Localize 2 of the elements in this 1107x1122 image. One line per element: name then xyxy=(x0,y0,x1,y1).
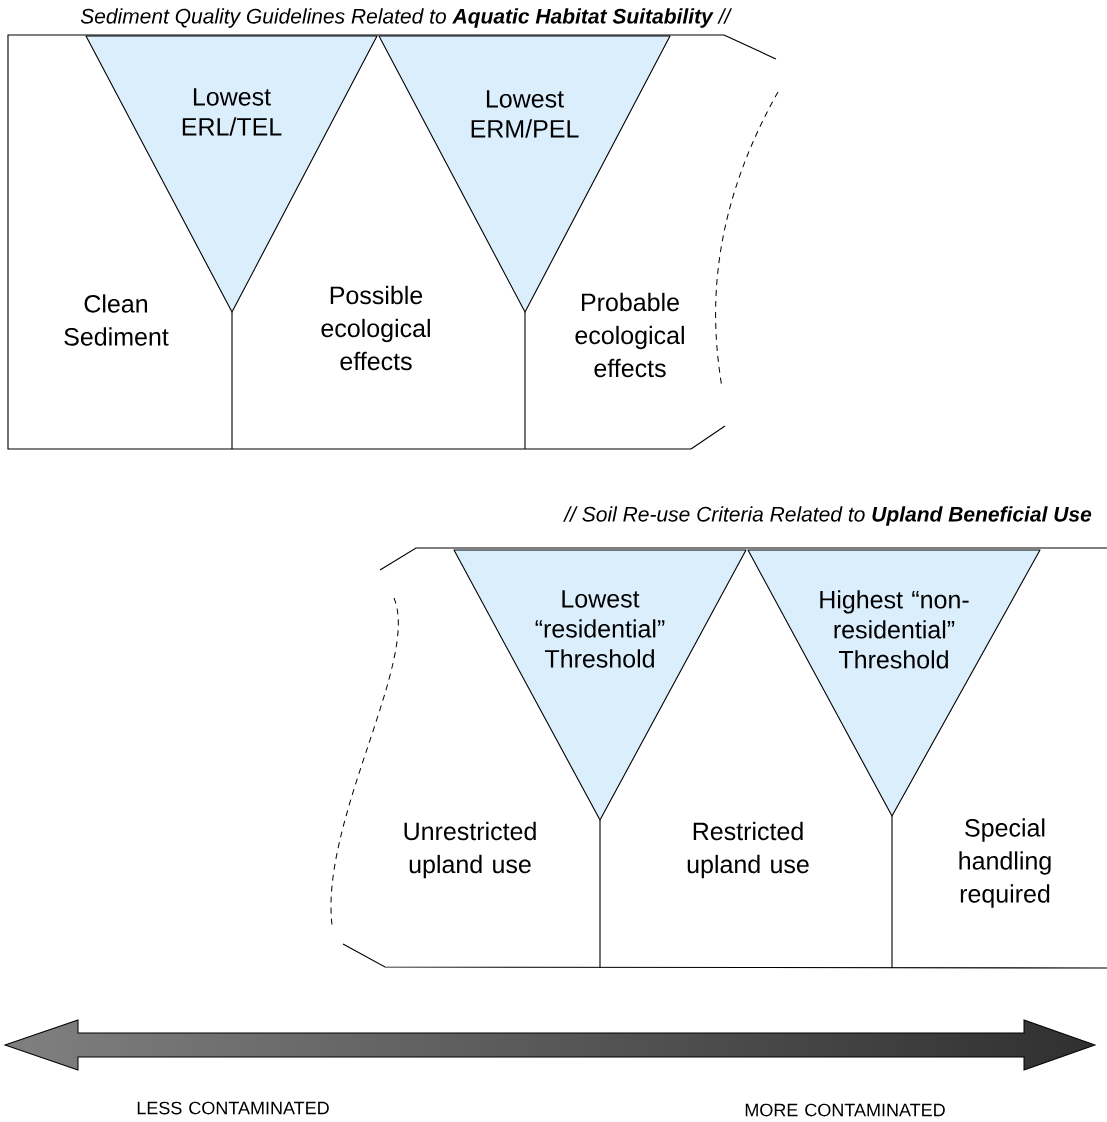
scale-label: LESS CONTAMINATED xyxy=(137,1101,329,1115)
scale-label: MORE CONTAMINATED xyxy=(745,1103,945,1117)
